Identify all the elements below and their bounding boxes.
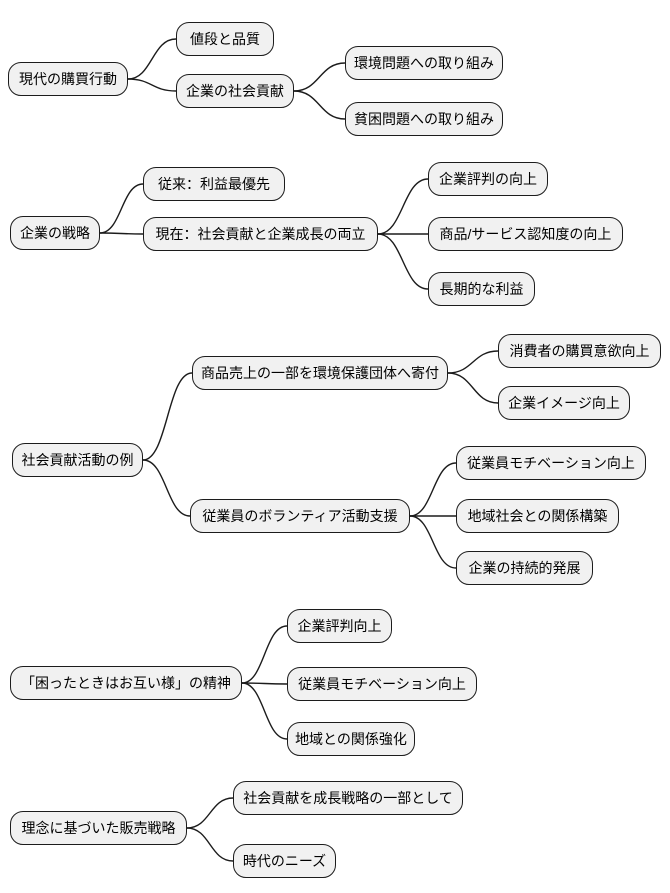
edge-connector	[99, 183, 144, 234]
mindmap-node: 企業の戦略	[10, 216, 100, 250]
mindmap-node: 現代の購買行動	[8, 62, 128, 96]
edge-connector	[241, 682, 288, 685]
mindmap-node: 企業評判向上	[287, 609, 392, 643]
mindmap-node: 従業員モチベーション向上	[456, 446, 646, 480]
mindmap-node: 社会貢献を成長戦略の一部として	[233, 781, 463, 815]
edge-connector	[127, 38, 177, 80]
edge-connector	[409, 462, 457, 517]
edge-connector	[293, 90, 346, 120]
mindmap-node: 従業員モチベーション向上	[287, 667, 477, 701]
mindmap-node: 時代のニーズ	[233, 844, 336, 878]
mindmap-node: 貧困問題への取り組み	[345, 102, 503, 136]
edge-connector	[241, 682, 288, 740]
edge-connector	[409, 515, 457, 569]
mindmap-node: 社会貢献活動の例	[12, 443, 143, 477]
mindmap-node: 消費者の購買意欲向上	[498, 334, 661, 368]
edge-connector	[293, 62, 346, 92]
edge-connector	[127, 78, 177, 92]
edge-connector	[447, 350, 499, 374]
edge-connector	[142, 372, 193, 461]
edge-connector	[186, 827, 234, 862]
mindmap-node: 環境問題への取り組み	[345, 46, 503, 80]
mindmap-node: 企業の持続的発展	[456, 551, 593, 585]
edge-connector	[99, 232, 144, 235]
mindmap-node: 企業評判の向上	[428, 162, 548, 196]
mindmap-node: 地域社会との関係構築	[456, 499, 619, 533]
mindmap-node: 商品/サービス認知度の向上	[428, 217, 623, 251]
mindmap-node: 長期的な利益	[428, 272, 535, 306]
edge-connector	[241, 625, 288, 684]
mindmap-node: 理念に基づいた販売戦略	[10, 811, 187, 845]
mindmap-node: 「困ったときはお互い様」の精神	[10, 666, 242, 700]
mindmap-node: 従業員のボランティア活動支援	[190, 499, 410, 533]
mindmap-node: 従来：利益最優先	[143, 167, 285, 201]
edge-connector	[377, 178, 429, 235]
mindmap-node: 企業イメージ向上	[498, 386, 630, 420]
mindmap-node: 企業の社会貢献	[176, 74, 294, 108]
edge-connector	[377, 233, 429, 290]
mindmap-node: 商品売上の一部を環境保護団体へ寄付	[192, 356, 448, 390]
mindmap-node: 地域との関係強化	[287, 722, 415, 756]
edge-connector	[186, 797, 234, 829]
edge-connector	[142, 459, 191, 517]
mindmap-node: 値段と品質	[176, 22, 274, 56]
edge-connector	[447, 372, 499, 404]
mindmap-node: 現在：社会貢献と企業成長の両立	[143, 217, 378, 251]
